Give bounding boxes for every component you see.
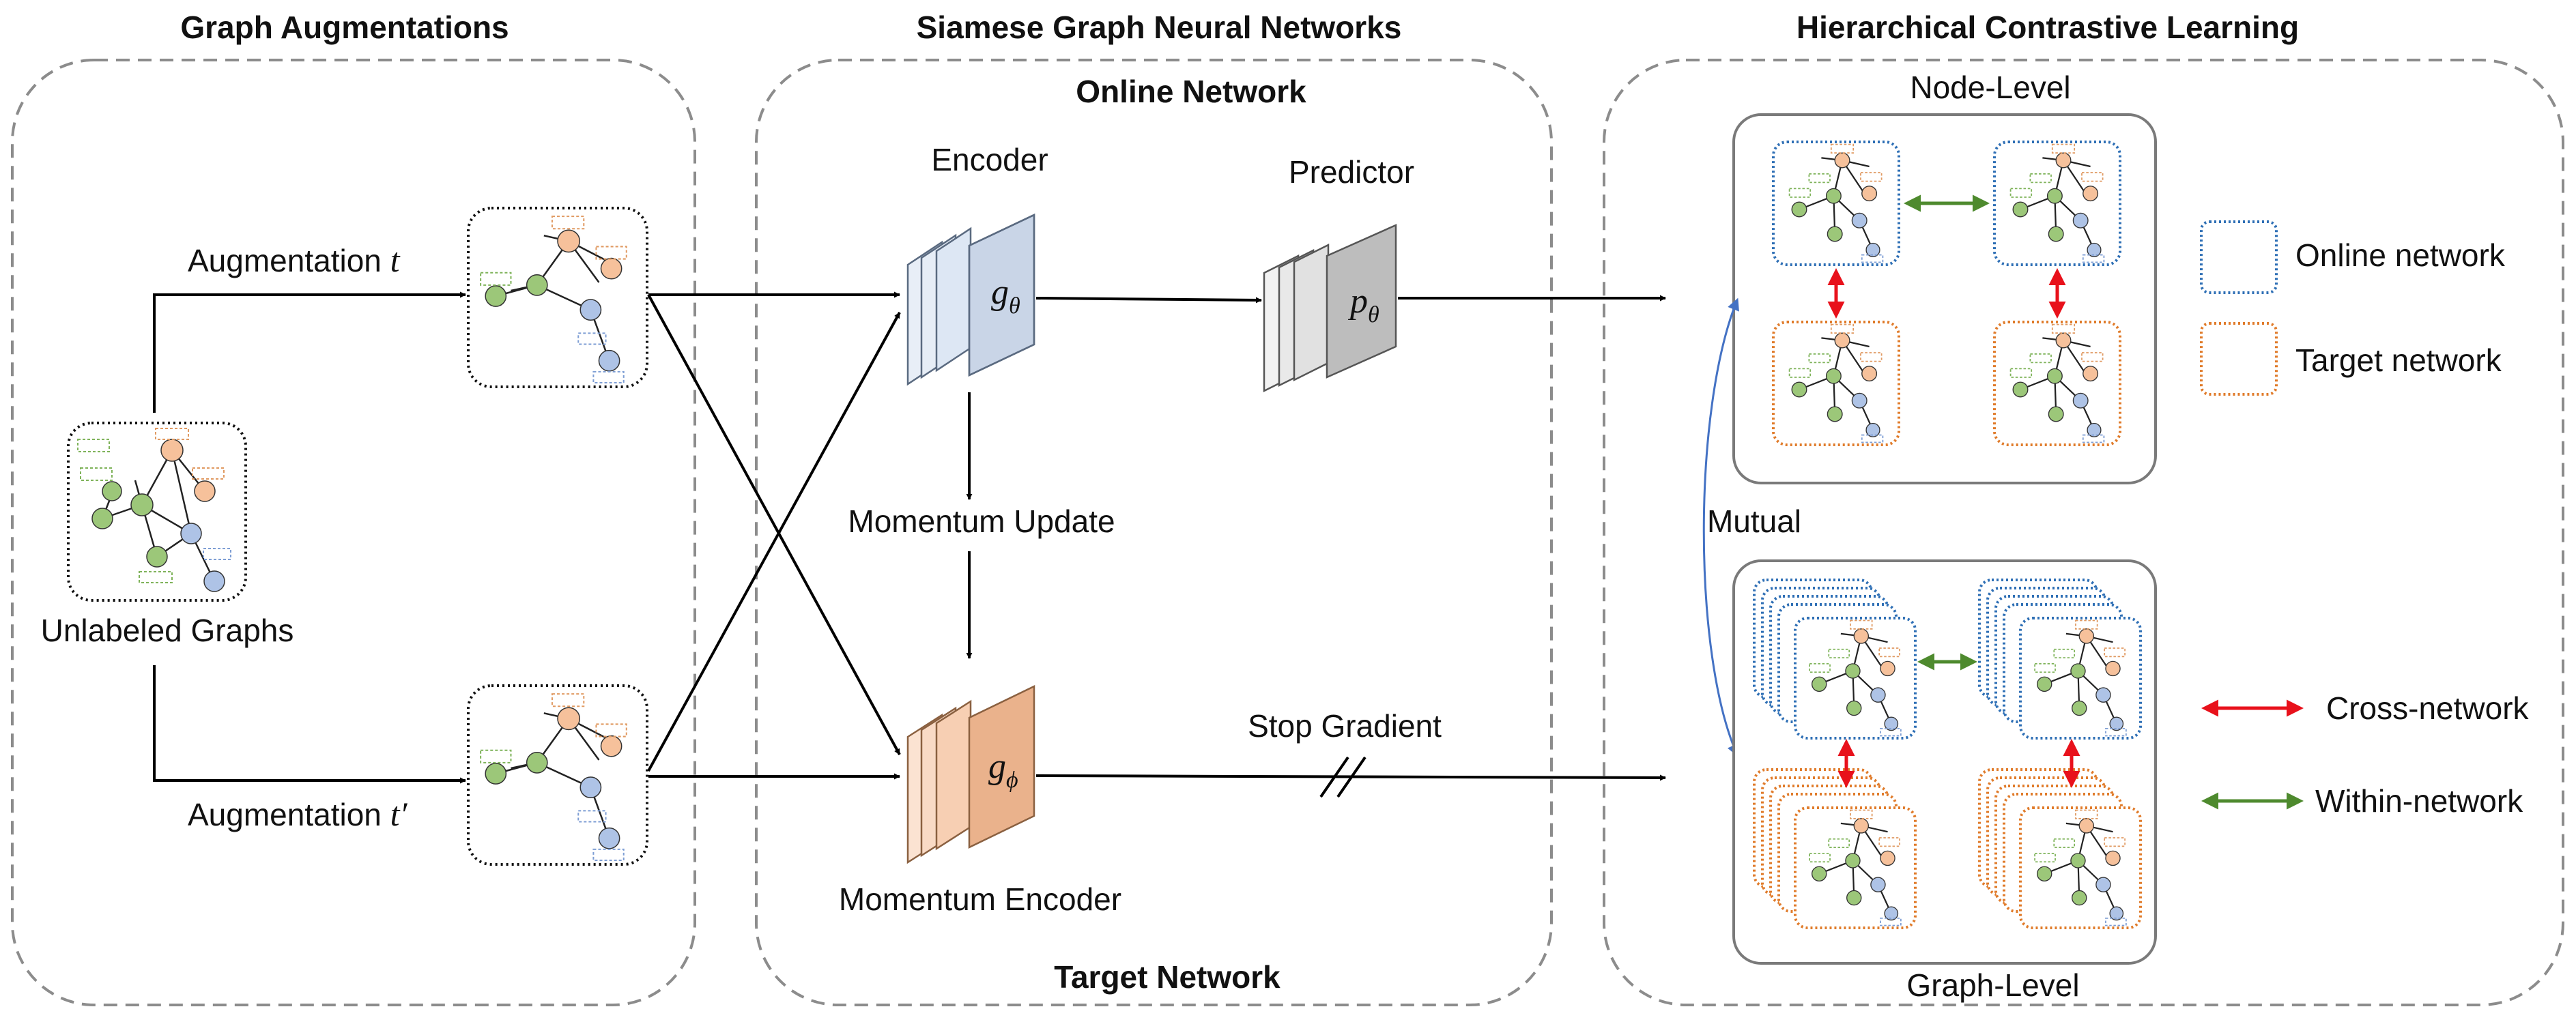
- section-title-siamese: Siamese Graph Neural Networks: [917, 10, 1402, 45]
- legend-online-swatch: [2200, 220, 2278, 294]
- panel-siamese: [755, 59, 1553, 1006]
- node-level-label: Node-Level: [1910, 70, 2070, 105]
- augmented-graph-t-prime: [467, 684, 648, 866]
- legend-target-swatch: [2200, 322, 2278, 396]
- predictor-block: [1263, 224, 1397, 393]
- online-network-title: Online Network: [1076, 74, 1306, 109]
- panel-augmentations: [11, 59, 696, 1006]
- legend-within: Within-network: [2201, 783, 2523, 819]
- legend-target-label: Target network: [2295, 342, 2502, 378]
- encoder-symbol: gθ: [991, 273, 1020, 319]
- graph-level-target-right-stack: [1978, 768, 2142, 929]
- panel-hierarchical: [1603, 59, 2564, 1006]
- graph-level-online-left-stack: [1753, 579, 1917, 740]
- momentum-encoder-label: Momentum Encoder: [839, 881, 1121, 917]
- augmentation-t-label: Augmentation t: [188, 241, 401, 279]
- momentum-encoder-block: [906, 685, 1035, 864]
- legend-cross-label: Cross-network: [2326, 690, 2530, 726]
- momentum-update-label: Momentum Update: [848, 503, 1115, 539]
- node-level-online-left: [1772, 141, 1900, 266]
- node-level-contrast-arrows: [1827, 194, 2066, 319]
- unlabeled-graphs-label: Unlabeled Graphs: [41, 613, 294, 648]
- section-title-hierarchical: Hierarchical Contrastive Learning: [1797, 10, 2299, 45]
- graph-level-label: Graph-Level: [1906, 967, 2079, 1003]
- stop-gradient-label: Stop Gradient: [1248, 708, 1442, 744]
- mutual-label: Mutual: [1707, 503, 1801, 539]
- encoder-block: [906, 214, 1035, 386]
- node-level-online-right: [1993, 141, 2121, 266]
- augmented-graph-t: [467, 207, 648, 388]
- target-network-title: Target Network: [1054, 959, 1280, 995]
- legend-cross: Cross-network: [2201, 690, 2530, 726]
- node-level-target-right: [1993, 321, 2121, 446]
- legend-target: Target network: [2200, 322, 2502, 396]
- predictor-symbol: pθ: [1347, 282, 1379, 327]
- legend-within-label: Within-network: [2315, 783, 2523, 819]
- legend-online-label: Online network: [2295, 237, 2506, 273]
- mutual-arrow: [1702, 297, 1739, 757]
- augmentation-arrows: [153, 291, 466, 784]
- legend-online: Online network: [2200, 220, 2506, 294]
- predictor-label: Predictor: [1289, 154, 1414, 190]
- augmentation-t-prime-label: Augmentation t′: [188, 795, 408, 833]
- view-to-encoder-arrows: [647, 291, 901, 780]
- unlabeled-graph: [67, 422, 247, 602]
- momentum-encoder-symbol: gϕ: [988, 747, 1018, 793]
- network-output-arrows: [1035, 295, 1666, 798]
- section-title-augmentations: Graph Augmentations: [180, 10, 509, 45]
- graph-level-contrast-arrows: [1837, 653, 2080, 788]
- node-level-target-left: [1772, 321, 1900, 446]
- graph-level-target-left-stack: [1753, 768, 1917, 929]
- encoder-label: Encoder: [931, 142, 1048, 177]
- graph-level-online-right-stack: [1978, 579, 2142, 740]
